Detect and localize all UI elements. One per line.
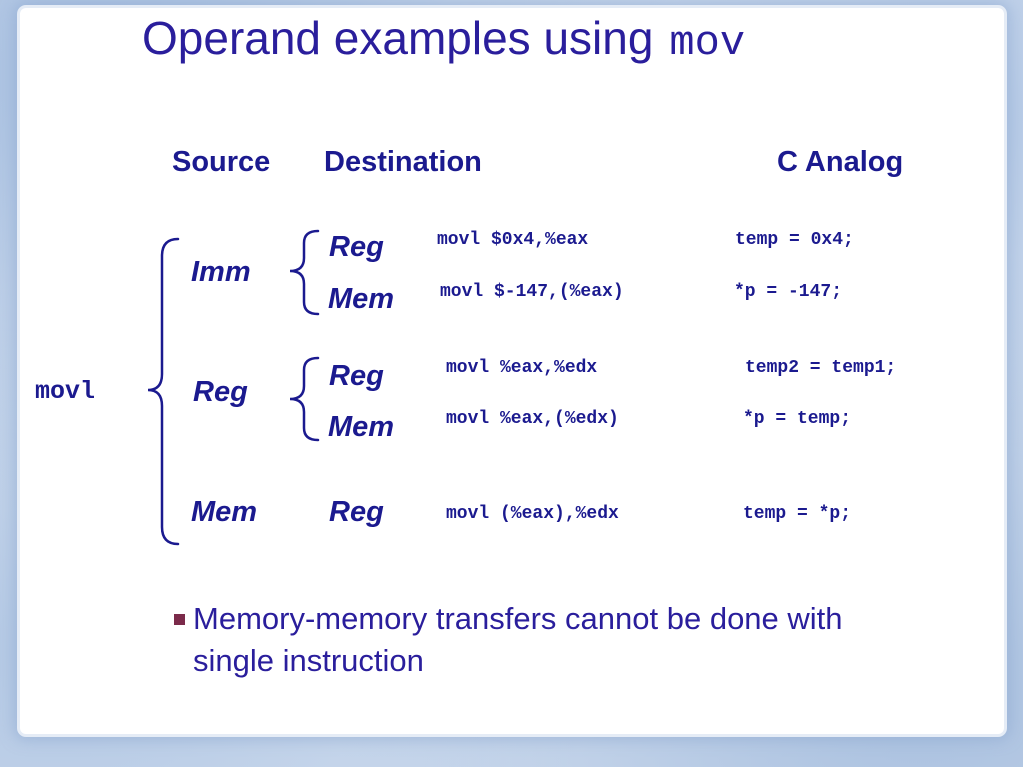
- dest-row-5: Reg: [329, 496, 384, 528]
- header-c-analog: C Analog: [777, 146, 904, 178]
- bullet-line-1: Memory-memory transfers cannot be done w…: [193, 601, 843, 636]
- dest-row-1: Reg: [329, 231, 384, 263]
- instruction-movl: movl: [35, 377, 96, 406]
- asm-row-2: movl $-147,(%eax): [440, 282, 624, 302]
- c-analog-row-1: temp = 0x4;: [735, 230, 854, 250]
- dest-row-3: Reg: [329, 360, 384, 392]
- c-analog-row-5: temp = *p;: [743, 504, 852, 524]
- title-text: Operand examples using: [142, 12, 654, 64]
- c-analog-row-2: *p = -147;: [734, 282, 843, 302]
- c-analog-row-4: *p = temp;: [743, 409, 852, 429]
- source-imm: Imm: [191, 256, 251, 288]
- asm-row-4: movl %eax,(%edx): [446, 409, 619, 429]
- title-code: mov: [669, 19, 746, 67]
- slide-canvas: [20, 8, 1004, 734]
- dest-row-2: Mem: [328, 283, 395, 315]
- movl-brace: [147, 237, 180, 546]
- imm-brace: [289, 229, 320, 316]
- asm-row-1: movl $0x4,%eax: [437, 230, 589, 250]
- dest-row-4: Mem: [328, 411, 395, 443]
- source-mem: Mem: [191, 496, 258, 528]
- asm-row-5: movl (%eax),%edx: [446, 504, 619, 524]
- bullet-line-2: single instruction: [193, 643, 424, 678]
- header-source: Source: [172, 146, 271, 178]
- reg-brace: [289, 356, 320, 442]
- source-reg: Reg: [193, 376, 248, 408]
- bullet-marker: [174, 614, 185, 625]
- header-destination: Destination: [324, 146, 482, 178]
- asm-row-3: movl %eax,%edx: [446, 358, 598, 378]
- c-analog-row-3: temp2 = temp1;: [745, 358, 897, 378]
- slide-title: Operand examples using mov: [142, 8, 745, 73]
